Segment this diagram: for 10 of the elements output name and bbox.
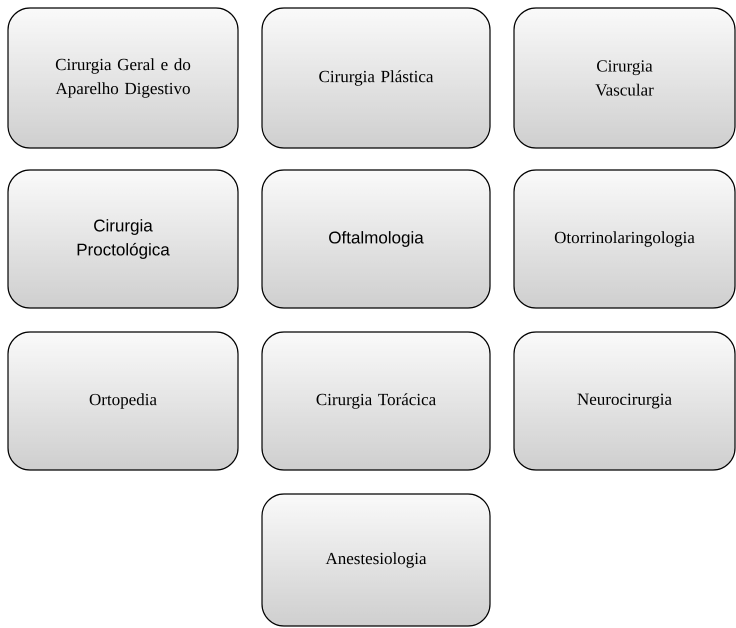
rounded-box: Otorrinolaringologia bbox=[513, 169, 736, 309]
rounded-box: Oftalmologia bbox=[261, 169, 491, 309]
rounded-box: Cirurgia Proctológica bbox=[7, 169, 239, 309]
rounded-box: Anestesiologia bbox=[261, 493, 491, 627]
rounded-box: Ortopedia bbox=[7, 331, 239, 471]
rounded-box: Cirurgia Torácica bbox=[261, 331, 491, 471]
rounded-box: Cirurgia Vascular bbox=[513, 7, 736, 149]
rounded-box: Cirurgia Plástica bbox=[261, 7, 491, 149]
rounded-box: Neurocirurgia bbox=[513, 331, 736, 471]
rounded-box: Cirurgia Geral e do Aparelho Digestivo bbox=[7, 7, 239, 149]
